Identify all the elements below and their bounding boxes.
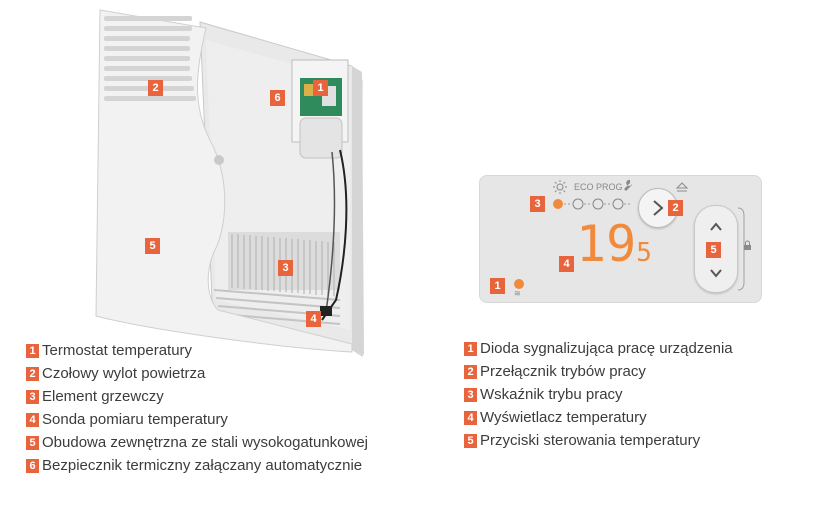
heater-callout-4: 4: [306, 311, 321, 327]
legend-number: 3: [464, 387, 477, 402]
legend-number: 4: [26, 412, 39, 427]
mode-indicator: [553, 198, 630, 210]
heater-callout-1: 1: [313, 80, 328, 96]
panel-callout-1: 1: [490, 278, 505, 294]
temperature-display: 195: [576, 216, 652, 276]
chevron-down-icon: [710, 269, 722, 278]
legend-number: 1: [26, 343, 39, 358]
legend-text: Przełącznik trybów pracy: [480, 363, 646, 380]
legend-text: Wyświetlacz temperatury: [480, 409, 647, 426]
power-led: [514, 279, 524, 289]
temperature-down-button[interactable]: [697, 250, 735, 290]
legend-text: Bezpiecznik termiczny załączany automaty…: [42, 457, 363, 474]
wrench-icon: [624, 179, 632, 191]
legend-text: Czołowy wylot powietrza: [42, 365, 206, 382]
heater-callout-5: 5: [145, 238, 160, 254]
mode-label-prog: PROG: [596, 182, 623, 192]
thermostat-box: [291, 59, 349, 159]
heater-side-edge: [352, 66, 364, 355]
sensor-probe: [320, 306, 332, 316]
chevron-up-icon: [710, 222, 722, 231]
sun-icon: [553, 180, 567, 194]
sensor-cable: [321, 149, 348, 321]
legend-number: 2: [464, 364, 477, 379]
legend-number: 3: [26, 389, 39, 404]
eject-icon: [676, 182, 688, 192]
temperature-decimal: 5: [636, 238, 652, 268]
heater-callout-2: 2: [148, 80, 163, 96]
legend-text: Przyciski sterowania temperatury: [480, 432, 701, 449]
heating-element: [228, 232, 340, 296]
heater-callout-3: 3: [278, 260, 293, 276]
legend-text: Wskaźnik trybu pracy: [480, 386, 623, 403]
legend-number: 5: [464, 433, 477, 448]
legend-number: 4: [464, 410, 477, 425]
legend-text: Obudowa zewnętrzna ze stali wysokogatunk…: [42, 434, 369, 451]
heater-callout-6: 6: [270, 90, 285, 106]
legend-text: Element grzewczy: [42, 388, 164, 405]
mode-label-eco: ECO: [574, 182, 594, 192]
heat-icon: ≋: [514, 289, 521, 298]
panel-callout-2: 2: [668, 200, 683, 216]
control-panel: ECO PROG 195 ≋: [479, 175, 762, 303]
legend-text: Termostat temperatury: [42, 342, 193, 359]
legend-text: Dioda sygnalizująca pracę urządzenia: [480, 340, 733, 357]
legend-number: 6: [26, 458, 39, 473]
mounting-knob: [214, 155, 224, 165]
temperature-value: 19: [576, 215, 637, 273]
legend-text: Sonda pomiaru temperatury: [42, 411, 228, 428]
chevron-right-icon: [653, 200, 664, 216]
panel-callout-5: 5: [706, 242, 721, 258]
legend-number: 5: [26, 435, 39, 450]
power-cable: [325, 151, 336, 313]
panel-callout-4: 4: [559, 256, 574, 272]
legend-number: 1: [464, 341, 477, 356]
lock-icon: [744, 240, 751, 250]
temperature-up-button[interactable]: [697, 208, 735, 248]
panel-callout-3: 3: [530, 196, 545, 212]
legend-number: 2: [26, 366, 39, 381]
